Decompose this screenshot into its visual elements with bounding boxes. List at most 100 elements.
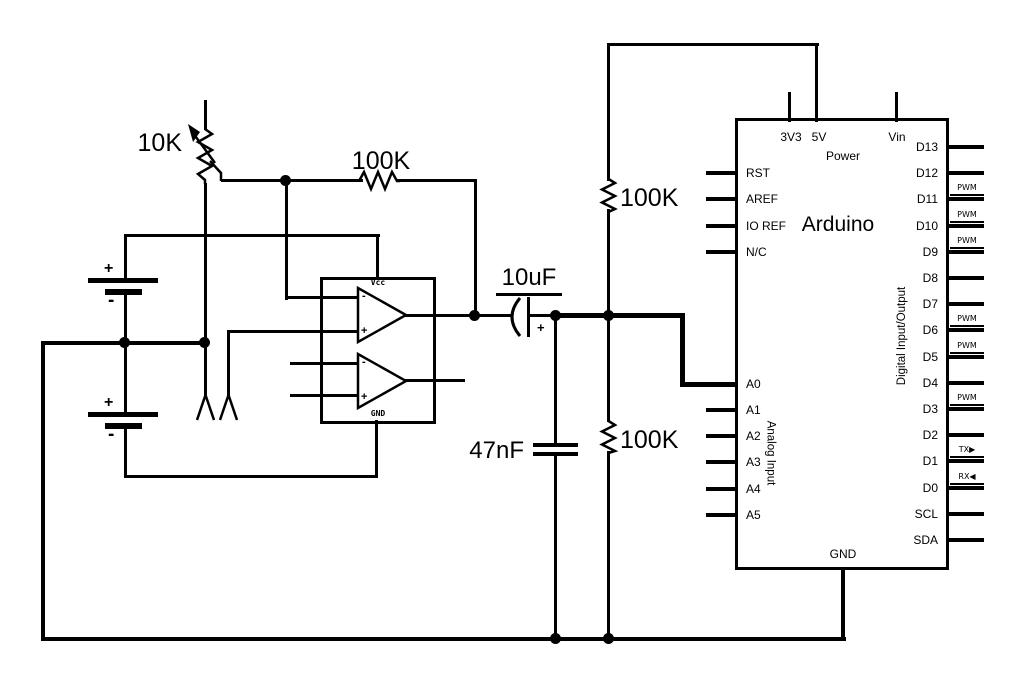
battery2-plate-long bbox=[88, 412, 158, 417]
wire-op1-noninv-vertical bbox=[227, 330, 230, 396]
wire-r1-bottom bbox=[607, 209, 610, 316]
arduino-stub-nc bbox=[706, 250, 737, 254]
arduino-stub-sda bbox=[948, 538, 984, 542]
op2-minus-sign: - bbox=[362, 356, 366, 368]
pwm-badge-d10: PWM bbox=[950, 209, 984, 223]
wire-neg-rail bbox=[124, 475, 376, 478]
wire-a0-horizontal2 bbox=[680, 382, 737, 387]
wire-op1-inv-vertical bbox=[285, 179, 288, 300]
battery2-minus-sign: - bbox=[108, 424, 115, 445]
arduino-pin-d8-label: D8 bbox=[922, 271, 938, 285]
arduino-pin-d2-label: D2 bbox=[922, 428, 938, 442]
arduino-stub-d5 bbox=[948, 355, 984, 359]
wire-opamp-vcc-pin bbox=[376, 234, 379, 279]
arduino-stub-d11 bbox=[948, 197, 984, 201]
pwm-badge-d11: PWM bbox=[950, 182, 984, 196]
wire-left-rail bbox=[41, 341, 45, 641]
wire-cap47-top bbox=[554, 314, 557, 445]
arduino-analog-group-label: Analog Input bbox=[764, 420, 777, 486]
arduino-stub-d0 bbox=[948, 486, 984, 490]
rx-badge-d0: RX◀ bbox=[950, 471, 984, 485]
arduino-pin-a4-label: A4 bbox=[746, 482, 761, 496]
coupling-cap-label: 10uF bbox=[496, 264, 562, 296]
arduino-pin-aref-label: AREF bbox=[746, 192, 779, 206]
potentiometer-label: 10K bbox=[137, 129, 182, 157]
wire-battery2-bottom bbox=[124, 428, 127, 478]
arduino-pin-nc-label: N/C bbox=[746, 245, 767, 259]
cap10uf-plate-straight bbox=[527, 297, 530, 337]
arduino-stub-scl bbox=[948, 512, 984, 516]
arduino-pin-d12-label: D12 bbox=[915, 166, 938, 180]
arduino-stub-d8 bbox=[948, 276, 984, 280]
arduino-stub-d10 bbox=[948, 224, 984, 228]
wire-cap47-bottom bbox=[554, 455, 557, 641]
bottom-resistor-symbol bbox=[599, 419, 619, 455]
potentiometer-symbol bbox=[188, 124, 223, 184]
arduino-gnd-pin-label: GND bbox=[829, 547, 857, 561]
electrode-forks bbox=[195, 391, 239, 421]
wire-feedback-vertical bbox=[474, 179, 477, 317]
battery1-minus-sign: - bbox=[108, 290, 115, 311]
wire-wiper-horizontal bbox=[221, 179, 363, 182]
wire-op1-output bbox=[405, 314, 512, 317]
arduino-stub-d9 bbox=[948, 250, 984, 254]
junction-battery-mid bbox=[119, 337, 130, 348]
arduino-stub-d13 bbox=[948, 145, 984, 149]
battery2-plate-short bbox=[105, 423, 142, 429]
wire-r2-top bbox=[607, 314, 610, 422]
arduino-stub-rst bbox=[706, 171, 737, 175]
wire-vin-stub bbox=[895, 92, 898, 122]
arduino-pin-d11-label: D11 bbox=[916, 192, 938, 206]
battery2-plus-sign: + bbox=[104, 394, 114, 411]
battery1-plate-short bbox=[105, 289, 142, 295]
opamp-vcc-label: Vcc bbox=[370, 278, 386, 287]
arduino-pin-a3-label: A3 bbox=[746, 455, 761, 469]
arduino-pin-a1-label: A1 bbox=[746, 403, 761, 417]
arduino-pin-d7-label: D7 bbox=[922, 297, 938, 311]
arduino-pin-d5-label: D5 bbox=[922, 350, 938, 364]
wire-feedback-right bbox=[397, 179, 477, 182]
wire-r2-bottom bbox=[607, 451, 610, 641]
cap10uf-curved-plate bbox=[510, 297, 522, 337]
feedback-resistor-symbol bbox=[357, 168, 400, 193]
junction-cap10uf-out bbox=[550, 310, 561, 321]
wire-a0-vertical bbox=[680, 313, 685, 387]
op1-plus-sign: + bbox=[361, 325, 368, 337]
pwm-badge-d9: PWM bbox=[950, 235, 984, 249]
arduino-pin-a0-label: A0 bbox=[746, 377, 761, 391]
junction-op1-output bbox=[469, 310, 480, 321]
coupling-cap-plus-sign: + bbox=[537, 320, 545, 335]
arduino-pin-d9-label: D9 bbox=[922, 245, 938, 259]
arduino-pin-3v3-label: 3V3 bbox=[780, 130, 802, 144]
pwm-badge-d3: PWM bbox=[950, 392, 984, 406]
junction-divider-mid bbox=[603, 310, 614, 321]
arduino-stub-d12 bbox=[948, 171, 984, 175]
arduino-stub-a2 bbox=[706, 434, 737, 438]
wire-pot-top bbox=[204, 100, 207, 130]
arduino-pin-ioref-label: IO REF bbox=[746, 219, 787, 233]
arduino-body bbox=[735, 118, 949, 570]
wire-a0-horizontal1 bbox=[554, 313, 684, 318]
arduino-stub-d7 bbox=[948, 302, 984, 306]
junction-wiper bbox=[280, 175, 291, 186]
wire-3v3-stub bbox=[788, 92, 791, 122]
wire-battery2-top bbox=[124, 343, 127, 413]
arduino-stub-a5 bbox=[706, 513, 737, 517]
arduino-stub-a1 bbox=[706, 408, 737, 412]
junction-r2-gnd bbox=[603, 633, 614, 644]
opamp-triangles bbox=[356, 285, 409, 411]
junction-pot-mid bbox=[199, 337, 210, 348]
arduino-pin-d1-label: D1 bbox=[922, 454, 938, 468]
top-resistor-symbol bbox=[599, 177, 618, 214]
battery1-plate-long bbox=[88, 278, 158, 283]
cap47-plate-top bbox=[533, 443, 578, 447]
wire-r1-top bbox=[607, 44, 610, 181]
wire-battery1-bottom bbox=[124, 294, 127, 344]
arduino-pin-rst-label: RST bbox=[746, 166, 770, 180]
junction-cap47-gnd bbox=[550, 633, 561, 644]
opamp-body bbox=[320, 277, 436, 424]
wire-cap10uf-right bbox=[530, 314, 556, 317]
arduino-pin-d6-label: D6 bbox=[922, 323, 938, 337]
wire-5v-rail bbox=[607, 43, 819, 46]
feedback-resistor-label: 100K bbox=[351, 147, 411, 175]
